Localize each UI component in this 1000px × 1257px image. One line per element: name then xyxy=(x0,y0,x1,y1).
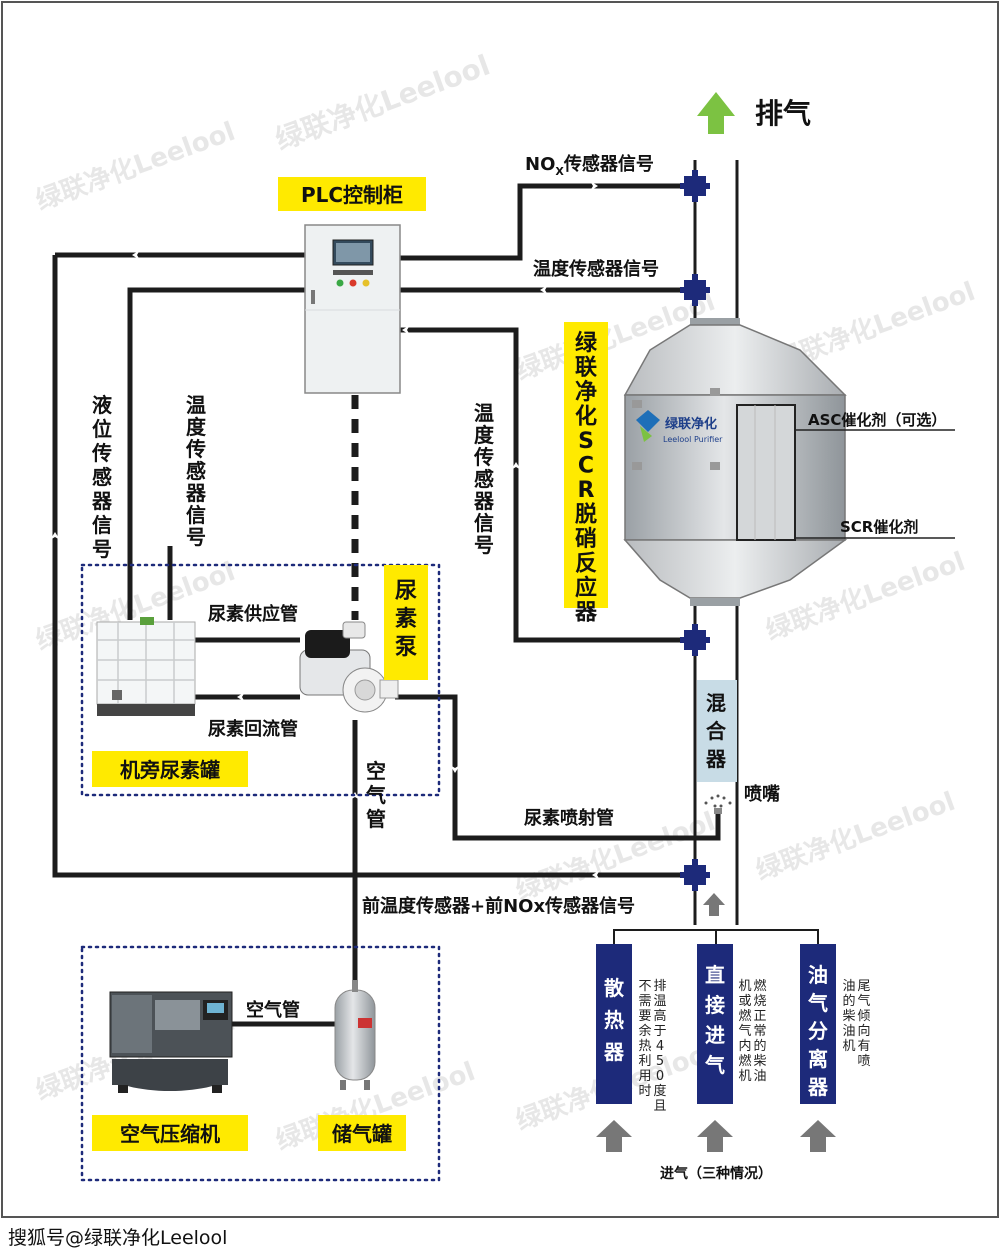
nozzle-label: 喷嘴 xyxy=(744,784,780,805)
oil-separator-box xyxy=(800,944,836,1104)
air-pipe-label: 空气管 xyxy=(246,999,300,1021)
air-tank-label-bg xyxy=(318,1115,406,1151)
asc-label: ASC催化剂（可选） xyxy=(808,411,946,429)
air-group-box xyxy=(80,945,441,1182)
temp-signal-mid-label: 温度传感器信号 xyxy=(473,401,495,557)
urea-tank-group-box xyxy=(80,563,441,797)
radiator-box xyxy=(596,944,632,1104)
mixer-label: 混合器 xyxy=(705,691,727,771)
plc-label-bg xyxy=(278,177,426,211)
plc-cabinet xyxy=(304,224,401,394)
direct-intake-box xyxy=(697,944,733,1104)
exhaust-label: 排气 xyxy=(755,97,811,130)
urea-return-label: 尿素回流管 xyxy=(208,718,298,740)
line-chevrons xyxy=(50,181,600,880)
air-tank-label: 储气罐 xyxy=(332,1122,392,1146)
temp-signal-top-label: 温度传感器信号 xyxy=(533,258,659,280)
pipe-inlet-arrow-icon xyxy=(703,893,725,916)
urea-pump-image xyxy=(299,621,399,713)
plc-label: PLC控制柜 xyxy=(301,183,403,207)
temp-sensor-mid-icon xyxy=(680,624,710,656)
direct-intake-label: 直接进气 xyxy=(704,963,725,1077)
urea-tank-label: 机旁尿素罐 xyxy=(120,758,220,782)
temp-sensor-top-icon xyxy=(680,274,710,306)
signal-lines xyxy=(52,183,721,1027)
footer-credit: 搜狐号@绿联净化Leelool xyxy=(8,1227,227,1249)
compressor-label-bg xyxy=(92,1115,248,1151)
nox-signal-line xyxy=(400,183,690,261)
level-signal-line xyxy=(52,255,690,878)
oil-intake-arrow-icon xyxy=(800,1120,836,1152)
nox-sensor-icon xyxy=(680,170,710,202)
direct-intake-arrow-icon xyxy=(697,1120,733,1152)
urea-tank-image xyxy=(96,617,196,716)
compressor-label: 空气压缩机 xyxy=(120,1122,220,1146)
temp-signal-left-label: 温度传感器信号 xyxy=(185,393,207,549)
radiator-intake-arrow-icon xyxy=(596,1120,632,1152)
intake-label: 进气（三种情况） xyxy=(660,1165,772,1182)
temp-signal-top-line xyxy=(127,287,690,546)
compressor-image xyxy=(109,991,233,1093)
sensor-crosses xyxy=(680,170,710,891)
nox-signal-label: NOX传感器信号 xyxy=(525,153,654,178)
reactor-title-bg xyxy=(564,322,608,608)
urea-spray-line xyxy=(395,694,721,841)
scr-reactor: 绿联净化 Leelool Purifier xyxy=(623,318,848,606)
oil-separator-label: 油气分离器 xyxy=(807,963,829,1099)
front-sensor-icon xyxy=(680,859,710,891)
temp-signal-mid-line xyxy=(400,327,690,643)
urea-pump-label-bg xyxy=(384,565,428,680)
urea-supply-label: 尿素供应管 xyxy=(208,603,298,625)
level-signal-label: 液位传感器信号 xyxy=(91,393,113,561)
intake-bracket xyxy=(613,929,819,945)
intake-arrows xyxy=(596,1120,836,1152)
urea-pump-label: 尿素泵 xyxy=(395,579,417,660)
exhaust-arrow-icon xyxy=(697,92,735,134)
scr-label: SCR催化剂 xyxy=(840,518,918,536)
urea-tank-label-bg xyxy=(92,751,248,787)
nozzle-icon xyxy=(704,794,732,814)
air-pipe-vertical-label: 空气管 xyxy=(365,759,386,831)
catalyst-module xyxy=(736,404,796,541)
oil-separator-note: 尾气倾向有喷油的柴油机 xyxy=(842,979,870,1069)
reactor-logo-en: Leelool Purifier xyxy=(663,435,723,444)
mixer xyxy=(697,680,737,782)
radiator-label: 散热器 xyxy=(603,976,625,1064)
urea-spray-label: 尿素喷射管 xyxy=(524,807,614,829)
reactor-logo-text: 绿联净化 xyxy=(665,416,717,432)
air-tank-image xyxy=(334,980,376,1090)
direct-intake-note: 燃烧正常的柴油机或燃气内燃机 xyxy=(738,978,766,1084)
front-signal-label: 前温度传感器+前NOx传感器信号 xyxy=(362,895,635,917)
